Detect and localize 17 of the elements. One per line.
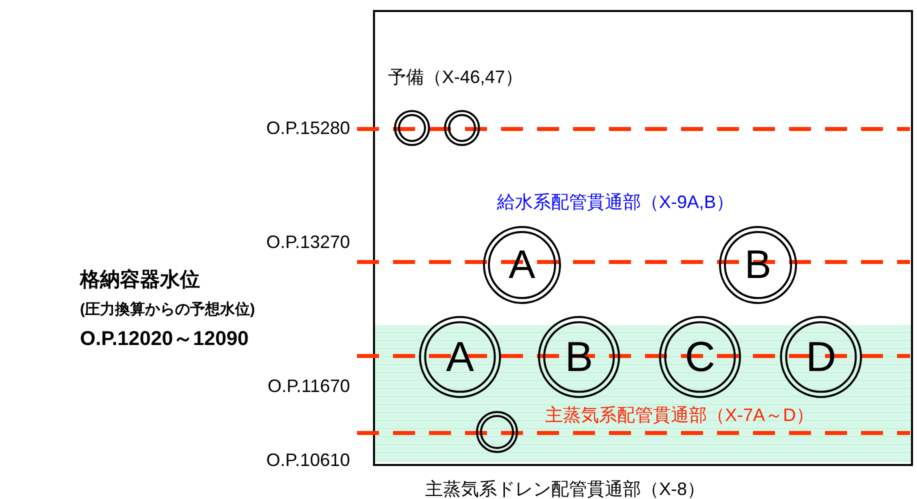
elevation-label: O.P.10610	[266, 449, 350, 471]
water-level-note: (圧力換算からの予想水位)	[80, 300, 255, 318]
group-label: 給水系配管貫通部（X-9A,B）	[497, 191, 734, 213]
penetration-circle: A	[418, 315, 502, 399]
penetration-circle	[393, 109, 431, 147]
elevation-label: O.P.15280	[266, 117, 350, 139]
penetration-circle	[475, 410, 519, 454]
water-level-value: O.P.12020～12090	[80, 327, 249, 351]
elevation-label: O.P.13270	[266, 231, 350, 253]
elevation-label: O.P.11670	[268, 375, 350, 397]
penetration-circle: D	[779, 315, 863, 399]
group-label: 予備（X-46,47）	[388, 66, 524, 88]
group-label: 主蒸気系ドレン配管貫通部（X-8）	[425, 478, 706, 499]
penetration-circle	[443, 109, 481, 147]
group-label: 主蒸気系配管貫通部（X-7A～D）	[545, 404, 814, 426]
water-level-title: 格納容器水位	[80, 268, 200, 292]
penetration-circle: A	[482, 225, 562, 305]
